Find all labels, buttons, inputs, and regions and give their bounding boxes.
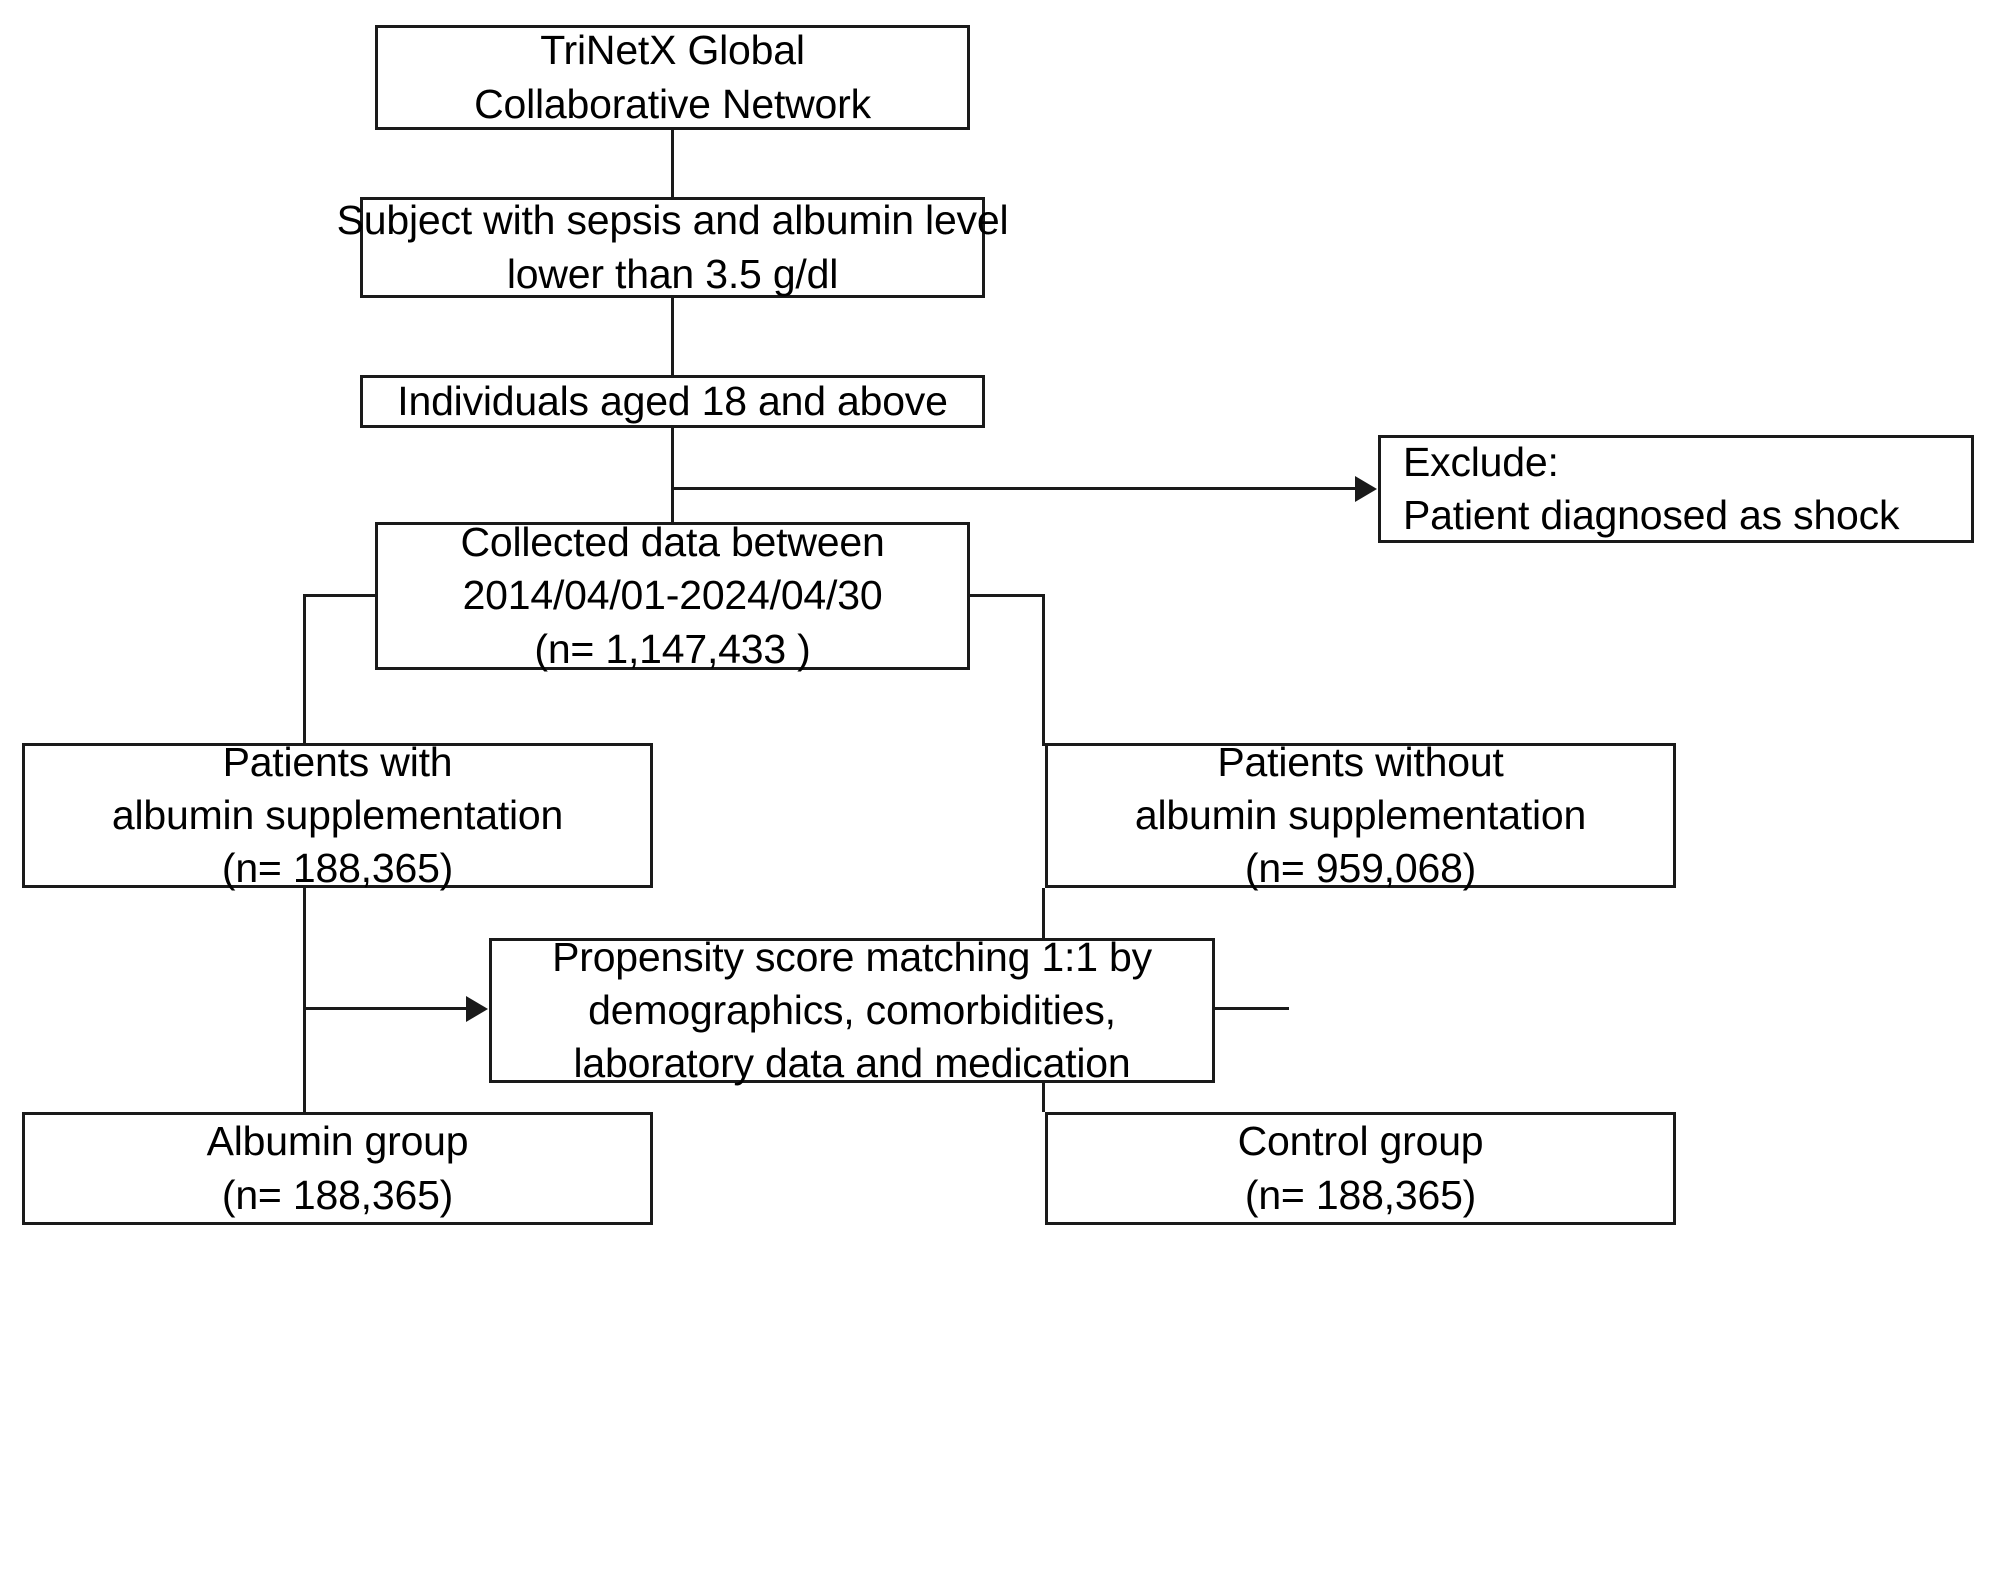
arrowhead-to-exclusion bbox=[1355, 476, 1377, 502]
node-albumin-group-count: (n= 188,365) bbox=[221, 1171, 454, 1218]
arrowhead-with-albumin-to-psm bbox=[466, 996, 488, 1022]
node-collected-data[interactable]: Collected data between 2014/04/01-2024/0… bbox=[375, 519, 970, 672]
node-inclusion-sepsis-line-1: Subject with sepsis and albumin level bbox=[336, 197, 1009, 244]
node-propensity-score-matching[interactable]: Propensity score matching 1:1 by demogra… bbox=[489, 934, 1215, 1086]
node-inclusion-sepsis-line-2: lower than 3.5 g/dl bbox=[506, 250, 839, 297]
node-patients-without-albumin-line-2: albumin supplementation bbox=[1134, 791, 1587, 838]
node-exclusion-line-1: Exclude: bbox=[1403, 438, 1559, 485]
node-exclusion[interactable]: Exclude: Patient diagnosed as shock bbox=[1378, 435, 1974, 543]
node-patients-without-albumin[interactable]: Patients without albumin supplementation… bbox=[1045, 739, 1676, 891]
node-inclusion-sepsis[interactable]: Subject with sepsis and albumin level lo… bbox=[337, 197, 1009, 298]
node-inclusion-age-line-1: Individuals aged 18 and above bbox=[397, 377, 948, 424]
connector-with-albumin-down bbox=[303, 888, 306, 1112]
node-patients-with-albumin-count: (n= 188,365) bbox=[221, 845, 454, 892]
node-patients-with-albumin-line-2: albumin supplementation bbox=[111, 791, 564, 838]
connector-age-to-exclusion bbox=[671, 487, 1359, 490]
node-albumin-group[interactable]: Albumin group (n= 188,365) bbox=[22, 1112, 653, 1225]
node-albumin-group-label: Albumin group bbox=[206, 1118, 469, 1165]
node-collected-data-line-1: Collected data between bbox=[460, 519, 885, 566]
connector-collected-to-with-albumin bbox=[303, 594, 306, 746]
connector-source-to-sepsis bbox=[671, 128, 674, 199]
node-patients-without-albumin-count: (n= 959,068) bbox=[1244, 845, 1477, 892]
node-propensity-score-matching-line-2: demographics, comorbidities, bbox=[588, 986, 1116, 1033]
connector-sepsis-to-age bbox=[671, 298, 674, 377]
node-data-source-line-1: TriNetX Global bbox=[540, 27, 805, 74]
node-patients-with-albumin[interactable]: Patients with albumin supplementation (n… bbox=[22, 739, 653, 891]
node-data-source[interactable]: TriNetX Global Collaborative Network bbox=[375, 25, 970, 130]
node-control-group[interactable]: Control group (n= 188,365) bbox=[1045, 1112, 1676, 1225]
connector-collected-split-left bbox=[303, 594, 378, 597]
node-patients-without-albumin-line-1: Patients without bbox=[1217, 738, 1504, 785]
node-collected-data-line-2: 2014/04/01-2024/04/30 bbox=[462, 572, 883, 619]
node-propensity-score-matching-line-3: laboratory data and medication bbox=[573, 1040, 1131, 1087]
node-exclusion-line-2: Patient diagnosed as shock bbox=[1403, 492, 1900, 538]
node-patients-with-albumin-line-1: Patients with bbox=[222, 738, 453, 785]
node-inclusion-age[interactable]: Individuals aged 18 and above bbox=[360, 375, 985, 428]
connector-with-albumin-to-psm bbox=[303, 1007, 468, 1010]
node-collected-data-count: (n= 1,147,433 ) bbox=[534, 625, 811, 672]
node-control-group-count: (n= 188,365) bbox=[1244, 1171, 1477, 1218]
connector-collected-to-without-albumin bbox=[1042, 594, 1045, 746]
connector-without-albumin-to-psm bbox=[1214, 1007, 1289, 1010]
connector-collected-split-right bbox=[967, 594, 1045, 597]
node-propensity-score-matching-line-1: Propensity score matching 1:1 by bbox=[552, 933, 1152, 980]
connector-age-to-collected bbox=[671, 428, 674, 524]
node-control-group-label: Control group bbox=[1237, 1118, 1484, 1165]
node-data-source-line-2: Collaborative Network bbox=[474, 80, 871, 127]
